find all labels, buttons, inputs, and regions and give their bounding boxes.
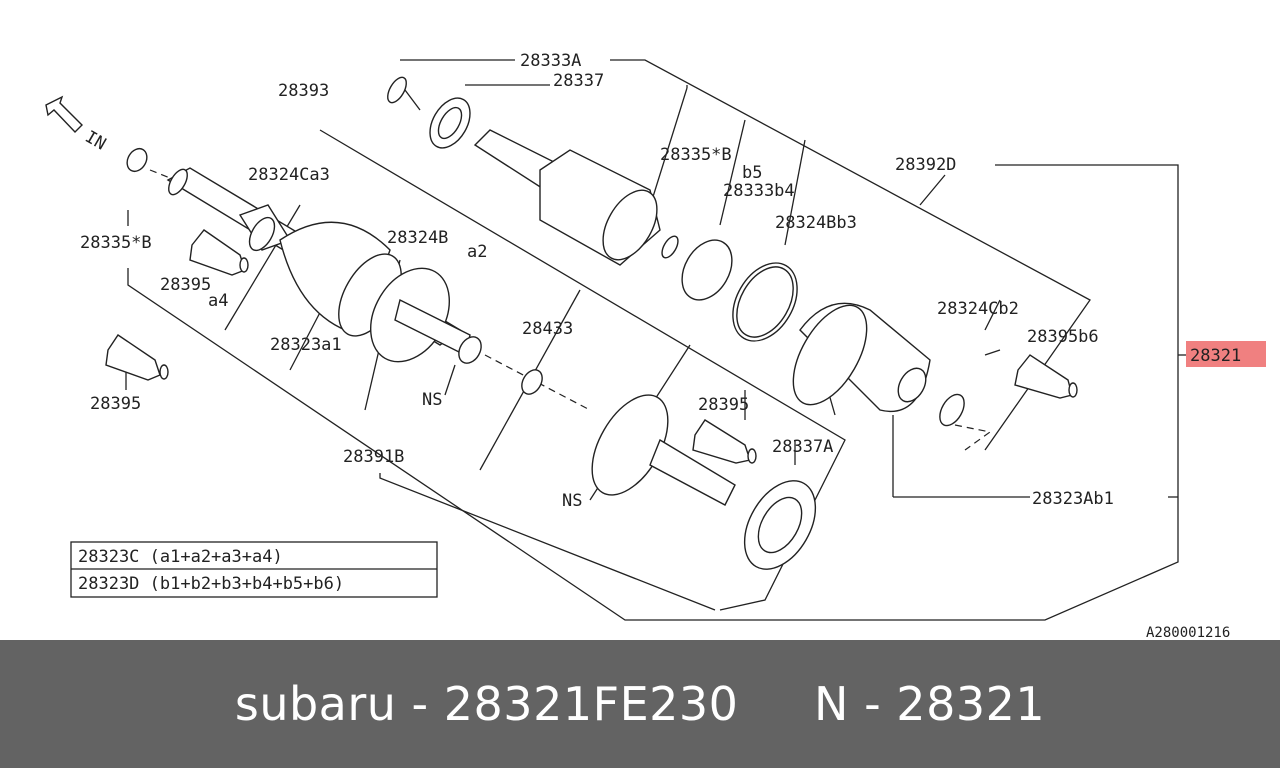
label-28335b5: 28335*B: [660, 145, 732, 165]
label-28433: 28433: [522, 319, 573, 339]
label-28392D: 28392D: [895, 155, 956, 175]
label-28395-a4: 28395: [160, 275, 211, 295]
right-boot-assembly: [681, 239, 992, 451]
label-b5: b5: [742, 163, 762, 183]
kit-row-28323D: 28323D (b1+b2+b3+b4+b5+b6): [78, 574, 344, 594]
parts-diagram: IN: [45, 51, 1266, 640]
label-28323Ab1: 28323Ab1: [1032, 489, 1114, 509]
label-ns-2: NS: [562, 491, 582, 511]
label-28324Bb3: 28324Bb3: [775, 213, 857, 233]
label-28395-mid: 28395: [698, 395, 749, 415]
direction-arrow-icon: [45, 95, 83, 134]
label-28335B: 28335*B: [80, 233, 152, 253]
outer-housing: [387, 76, 679, 266]
label-28333A: 28333A: [520, 51, 581, 71]
direction-label: IN: [82, 127, 110, 155]
label-28391B: 28391B: [343, 447, 404, 467]
footer-bar: subaru - 28321FE230 N - 28321: [0, 640, 1280, 768]
inner-cv-joint: [521, 369, 817, 570]
label-28324Ca3: 28324Ca3: [248, 165, 330, 185]
label-28324B: 28324B: [387, 228, 448, 248]
diagram-canvas: IN: [45, 51, 1266, 640]
highlight-box: [1186, 341, 1266, 367]
highlight-part-number[interactable]: 28321: [1190, 346, 1241, 366]
label-28337: 28337: [553, 71, 604, 91]
plug-a4: [189, 229, 249, 276]
part-labels: 28333A 28337 28393 28335*B b5 28392D 283…: [80, 51, 1114, 511]
label-28323a1: 28323a1: [270, 335, 342, 355]
label-28395-left: 28395: [90, 394, 141, 414]
label-ns-1: NS: [422, 390, 442, 410]
diagram-ref-code: A280001216: [1146, 625, 1230, 640]
label-a4: a4: [208, 291, 228, 311]
plug-b6: [1014, 354, 1078, 399]
left-axle-shaft: [126, 147, 591, 411]
label-28393: 28393: [278, 81, 329, 101]
kit-row-28323C: 28323C (a1+a2+a3+a4): [78, 547, 283, 567]
plug-mid: [692, 419, 757, 464]
label-a2: a2: [467, 242, 487, 262]
plug-left: [105, 334, 169, 381]
label-28324Cb2: 28324Cb2: [937, 299, 1019, 319]
label-28337A: 28337A: [772, 437, 833, 457]
label-28333b4: 28333b4: [723, 181, 795, 201]
kit-table: 28323C (a1+a2+a3+a4) 28323D (b1+b2+b3+b4…: [70, 541, 438, 598]
label-28395b6: 28395b6: [1027, 327, 1099, 347]
footer-part-number: subaru - 28321FE230 N - 28321: [234, 677, 1046, 731]
